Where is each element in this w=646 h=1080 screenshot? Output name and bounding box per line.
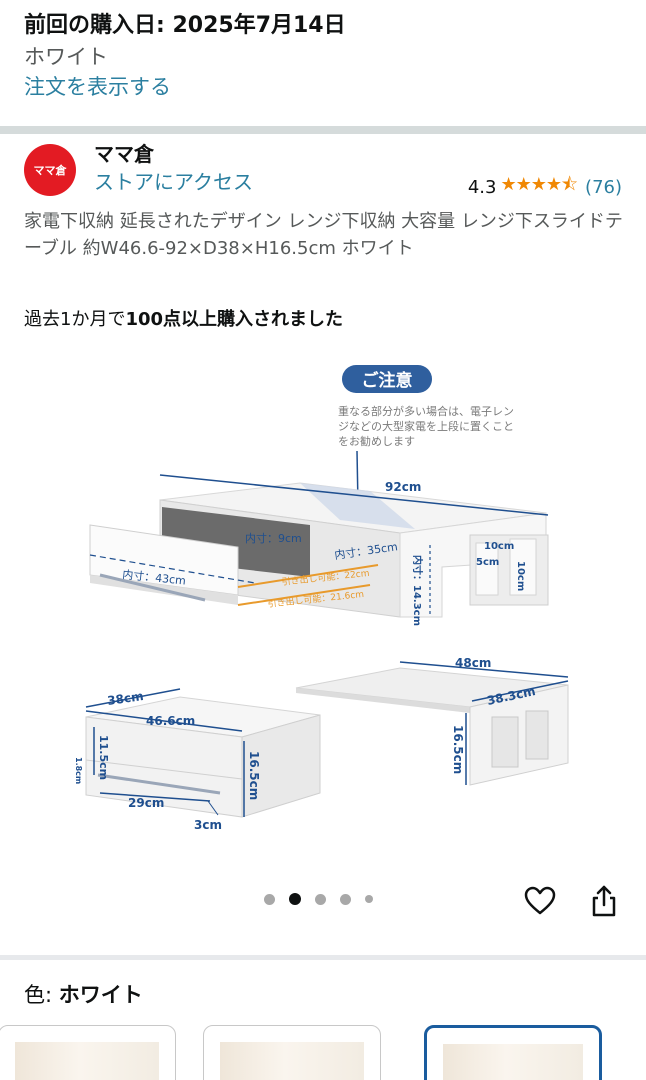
rating-value: 4.3 — [467, 176, 497, 198]
product-title: 家電下収納 延長されたデザイン レンジ下収納 大容量 レンジ下スライドテーブル … — [24, 211, 623, 259]
dim-10-side: 10cm — [515, 561, 526, 591]
dim-line-383 — [471, 680, 569, 702]
visit-store-link[interactable]: ストアにアクセス — [94, 170, 253, 194]
dim-18: 1.8cm — [74, 757, 83, 784]
notice-line-1: 重なる部分が多い場合は、電子レン — [338, 404, 514, 418]
rating-summary[interactable]: 4.3 ★★★★⯪ (76) — [468, 172, 622, 202]
color-selector-label: 色: ホワイト — [24, 980, 143, 1010]
overlap-area — [300, 483, 415, 529]
share-button[interactable] — [586, 881, 622, 921]
notice-line-2: ジなどの大型家電を上段に置くこと — [338, 419, 514, 433]
share-icon — [592, 885, 616, 917]
drawer-unit-rail — [97, 773, 221, 795]
shelf-organizer-1 — [491, 716, 519, 768]
organizer-slot-1 — [475, 542, 499, 596]
dim-pointer-3 — [207, 800, 219, 816]
shelf-organizer-2 — [525, 710, 549, 760]
carousel-dot-5[interactable] — [365, 895, 373, 903]
dim-10-top: 10cm — [484, 541, 514, 552]
swatch-image — [443, 1044, 583, 1080]
dim-3: 3cm — [194, 818, 222, 832]
wishlist-button[interactable] — [522, 883, 558, 919]
dim-line-92 — [159, 474, 549, 516]
section-divider — [0, 126, 646, 134]
view-order-link[interactable]: 注文を表示する — [24, 75, 171, 99]
pull-line-216 — [237, 584, 371, 606]
bought-prefix: 過去1か月で — [24, 309, 126, 330]
last-purchase-date: 前回の購入日: 2025年7月14日 — [24, 13, 346, 38]
image-carousel-indicator[interactable] — [264, 893, 373, 905]
swatch-image — [220, 1042, 364, 1080]
color-label: 色: — [24, 983, 53, 1007]
notice-title: ご注意 — [362, 370, 413, 391]
dim-line-38 — [85, 688, 181, 708]
bought-highlight: 100点以上購入されました — [125, 309, 344, 330]
drawer-rail — [99, 573, 206, 602]
dim-line-29 — [99, 792, 211, 802]
color-swatch-1[interactable] — [0, 1025, 176, 1080]
heart-icon — [524, 886, 556, 915]
carousel-dot-4[interactable] — [340, 893, 351, 905]
shelf-edge — [296, 688, 470, 713]
purchased-variant: ホワイト — [24, 45, 108, 69]
carousel-dot-3[interactable] — [315, 893, 326, 905]
dim-line-48 — [399, 661, 569, 678]
store-row: ママ倉 ママ倉 ストアにアクセス 4.3 ★★★★⯪ (76) — [24, 140, 622, 200]
organizer-slot-2 — [509, 538, 537, 596]
store-logo-text: ママ倉 — [33, 164, 67, 177]
dim-inner-143: 内寸：14.3cm — [411, 555, 424, 626]
dim-inner-43: 内寸：43cm — [122, 567, 187, 588]
dim-38: 38cm — [106, 689, 144, 708]
dim-48: 48cm — [455, 656, 491, 670]
store-logo[interactable]: ママ倉 — [24, 144, 76, 196]
carousel-dot-1[interactable] — [264, 893, 275, 905]
notice-badge — [342, 365, 432, 393]
color-swatch-3[interactable] — [424, 1025, 602, 1080]
star-rating-icon: ★★★★⯪ — [500, 174, 578, 195]
dim-line-43 — [89, 554, 256, 584]
dim-165a: 16.5cm — [247, 751, 261, 800]
product-diagram: ご注意 重なる部分が多い場合は、電子レン ジなどの大型家電を上段に置くこと をお… — [74, 365, 569, 832]
review-count-link[interactable]: (76) — [585, 176, 622, 198]
notice-line-3: をお勧めします — [338, 434, 415, 448]
selected-color: ホワイト — [58, 983, 143, 1007]
dim-inner-9: 内寸：9cm — [245, 531, 302, 545]
dim-92: 92cm — [385, 480, 421, 494]
drawer-unit-side — [241, 714, 321, 818]
dim-165b: 16.5cm — [451, 725, 465, 774]
product-image[interactable]: ご注意 重なる部分が多い場合は、電子レン ジなどの大型家電を上段に置くこと をお… — [70, 355, 580, 835]
swatch-image — [15, 1042, 159, 1080]
order-section: 前回の購入日: 2025年7月14日 ホワイト 注文を表示する — [0, 0, 646, 126]
carousel-dot-2[interactable] — [289, 893, 301, 905]
dim-466: 46.6cm — [146, 714, 195, 728]
section-divider-2 — [0, 955, 646, 960]
color-swatch-2[interactable] — [203, 1025, 381, 1080]
store-name: ママ倉 — [94, 142, 154, 166]
dim-5: 5cm — [476, 557, 499, 568]
pull-line-22 — [237, 564, 379, 588]
dim-115: 11.5cm — [97, 735, 110, 780]
bought-count: 過去1か月で100点以上購入されました — [24, 306, 343, 334]
dim-line-466 — [85, 710, 243, 732]
drawer-unit-seam — [85, 759, 243, 780]
dim-29: 29cm — [128, 796, 164, 810]
